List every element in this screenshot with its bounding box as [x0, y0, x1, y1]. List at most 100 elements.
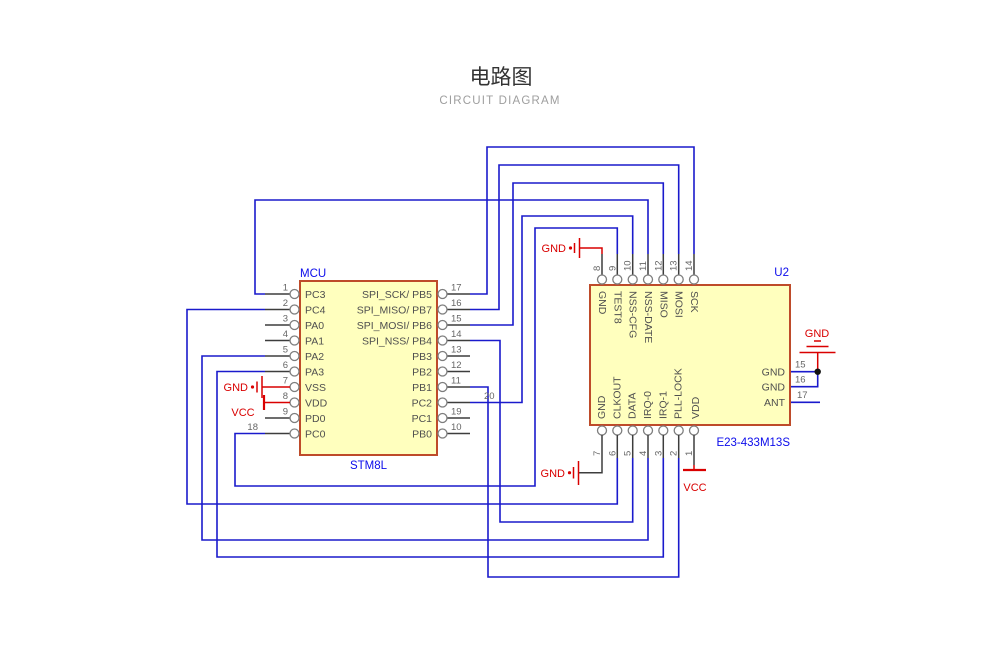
mcu-part-label: STM8L [350, 460, 388, 472]
vcc-label: VCC [231, 407, 254, 419]
pin-name: SCK [688, 291, 700, 313]
pin-number: 13 [451, 345, 462, 356]
module-designator: U2 [774, 267, 789, 279]
pin-number: 17 [451, 283, 462, 294]
pin-name: NSS-DATE [642, 291, 654, 343]
pin-number: 16 [451, 298, 462, 309]
pin-name: MOSI [673, 291, 685, 318]
pin-number: 2 [669, 451, 680, 456]
pin-number: 2 [283, 298, 288, 309]
pin-name: SPI_SCK/ PB5 [362, 289, 432, 301]
pin-name: VDD [305, 397, 328, 409]
pin-number: 1 [684, 451, 695, 456]
pin-name: GND [596, 291, 608, 315]
pin-number: 10 [623, 260, 634, 271]
pin-name: GND [762, 367, 786, 379]
earth-ground-symbol: GND [799, 328, 836, 375]
pin-number: 14 [451, 329, 462, 340]
pin-name: PA2 [305, 351, 324, 363]
wire-pb1-to-pll-lock [470, 386, 680, 578]
pin-name: CLKOUT [611, 376, 623, 419]
pin-name: PB2 [412, 366, 432, 378]
module-top-gnd-symbol: GND [542, 238, 603, 258]
pin-number: 6 [283, 360, 288, 371]
pin-number: 7 [283, 376, 288, 387]
module-chip: U2 E23-433M13S 8 GND 9 TEST8 10 NSS-CFG … [541, 238, 836, 494]
wire-pa3-to-irq1 [216, 370, 665, 558]
pin-name: PB0 [412, 428, 432, 440]
pin-name: GND [596, 395, 608, 419]
pin-number: 12 [451, 360, 462, 371]
pin-number: 14 [684, 260, 695, 271]
wire-spi-nss-to-data [470, 339, 634, 523]
wire-pc4-to-clkout [186, 308, 619, 505]
pin-name: IRQ-0 [642, 391, 654, 419]
pin-number: 11 [638, 261, 649, 271]
pin-name: PA1 [305, 335, 324, 347]
wire-gnd-pin16 [790, 371, 819, 388]
pin-name: VSS [305, 382, 326, 394]
mcu-left-pins: 1 PC3 2 PC4 3 PA0 4 PA1 5 PA2 6 PA3 7 VS… [247, 283, 327, 441]
pin-name: ANT [764, 397, 786, 409]
pin-name: SPI_MISO/ PB7 [357, 304, 432, 316]
module-bottom-pins: 7 GND 6 CLKOUT 5 DATA 4 IRQ-0 3 IRQ-1 2 … [579, 368, 702, 474]
mcu-right-pins: 17 SPI_SCK/ PB5 16 SPI_MISO/ PB7 15 SPI_… [357, 283, 495, 441]
pin-number: 10 [451, 422, 462, 433]
pin-name: PC4 [305, 304, 326, 316]
module-part-label: E23-433M13S [716, 437, 790, 449]
pin-name: IRQ-1 [657, 391, 669, 419]
mcu-gnd-symbol: GND [224, 376, 290, 398]
page-title: 电路图 [470, 66, 533, 89]
pin-name: PC2 [412, 397, 433, 409]
wire-pa2-to-irq0 [201, 355, 649, 541]
pin-number: 20 [484, 391, 495, 402]
gnd-label: GND [805, 328, 830, 340]
pin-number: 15 [795, 360, 806, 371]
gnd-label: GND [542, 243, 567, 255]
pin-number: 8 [592, 266, 603, 271]
pin-number: 16 [795, 375, 806, 386]
pin-name: PA0 [305, 320, 324, 332]
pin-name: TEST8 [611, 291, 623, 324]
wire-spi-miso-to-mosi [470, 164, 680, 311]
pin-number: 13 [669, 260, 680, 271]
pin-number: 4 [638, 451, 649, 456]
wire-pc3-to-nss-date [254, 199, 649, 295]
pin-number: 3 [653, 451, 664, 456]
pin-number: 9 [607, 266, 618, 271]
pin-number: 11 [451, 376, 461, 387]
junction-dot [814, 368, 821, 375]
wire-spi-mosi-to-miso [470, 182, 665, 326]
module-vcc-symbol: VCC [683, 465, 707, 494]
pin-number: 17 [797, 390, 808, 401]
pin-name: PC3 [305, 289, 326, 301]
pin-name: MISO [657, 291, 669, 318]
pin-number: 5 [283, 345, 288, 356]
page-subtitle: CIRCUIT DIAGRAM [439, 95, 560, 107]
wire-spi-sck-to-sck [470, 146, 695, 295]
pin-number: 3 [283, 314, 288, 325]
pin-number: 15 [451, 314, 462, 325]
pin-name: PB3 [412, 351, 432, 363]
wires [186, 146, 820, 578]
pin-name: PA3 [305, 366, 324, 378]
pin-number: 4 [283, 329, 288, 340]
pin-name: PC1 [412, 413, 433, 425]
pin-name: GND [762, 382, 786, 394]
wire-pc2-to-nss-cfg [470, 215, 634, 404]
gnd-label: GND [541, 468, 566, 480]
pin-number: 12 [653, 260, 664, 271]
mcu-chip: MCU STM8L 1 PC3 2 PC4 3 PA0 4 PA1 5 PA2 … [224, 268, 495, 472]
mcu-vcc-symbol: VCC [231, 395, 290, 419]
pin-name: PC0 [305, 428, 326, 440]
pin-number: 9 [283, 407, 288, 418]
pin-name: SPI_NSS/ PB4 [362, 335, 432, 347]
gnd-label: GND [224, 382, 249, 394]
pin-number: 1 [283, 283, 288, 294]
pin-name: NSS-CFG [627, 291, 639, 338]
pin-name: DATA [627, 393, 639, 419]
pin-number: 18 [247, 422, 258, 433]
module-right-pins: 15 GND 16 GND 17 ANT [762, 360, 808, 410]
pin-number: 5 [623, 451, 634, 456]
